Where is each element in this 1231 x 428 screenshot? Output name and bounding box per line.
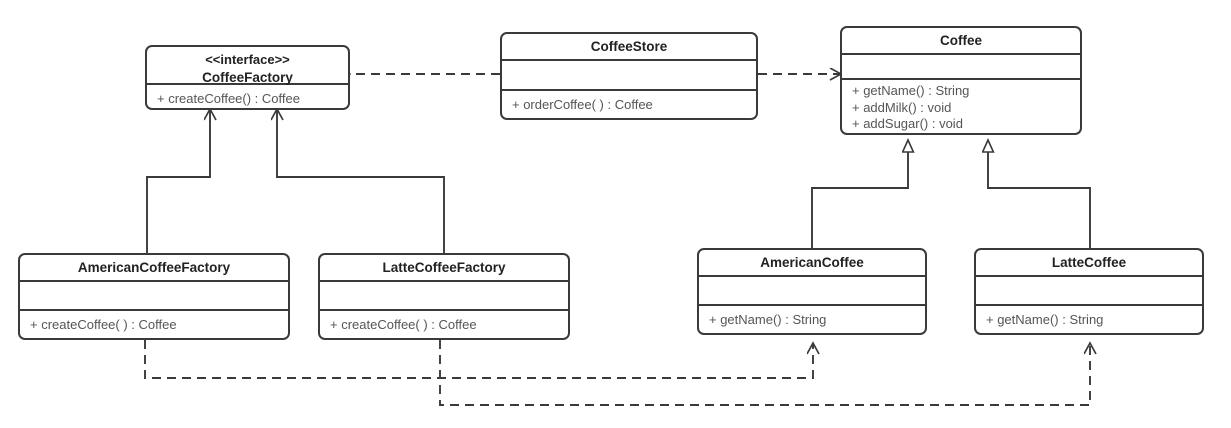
- class-box-coffee-factory[interactable]: <<interface>> CoffeeFactory + createCoff…: [145, 45, 350, 110]
- operation-row: + getName() : String: [986, 312, 1104, 327]
- class-box-american-coffee-factory[interactable]: AmericanCoffeeFactory + createCoffee( ) …: [18, 253, 290, 340]
- edge-lattefactory-implements-factory: [277, 110, 445, 253]
- operation-row: + getName() : String: [852, 83, 970, 98]
- class-box-coffee[interactable]: Coffee + getName() : String + addMilk() …: [840, 26, 1082, 135]
- class-title: AmericanCoffee: [760, 255, 864, 270]
- class-box-american-coffee[interactable]: AmericanCoffee + getName() : String: [697, 248, 927, 335]
- class-operations-american-coffee: + getName() : String: [699, 306, 925, 333]
- class-header-coffee-store: CoffeeStore: [502, 34, 756, 61]
- class-title: AmericanCoffeeFactory: [77, 260, 231, 275]
- operation-row: + createCoffee( ) : Coffee: [30, 317, 177, 332]
- class-operations-latte-coffee: + getName() : String: [976, 306, 1202, 333]
- operation-row: + createCoffee( ) : Coffee: [330, 317, 477, 332]
- class-operations-coffee-store: + orderCoffee( ) : Coffee: [502, 91, 756, 118]
- class-stereotype: <<interface>>: [205, 52, 290, 67]
- class-title: LatteCoffee: [1051, 255, 1127, 270]
- class-header-american-coffee-factory: AmericanCoffeeFactory: [20, 255, 288, 282]
- class-title: LatteCoffeeFactory: [382, 260, 506, 275]
- edge-lattefactory-creates-lattecoffee: [439, 340, 1090, 406]
- class-box-latte-coffee[interactable]: LatteCoffee + getName() : String: [974, 248, 1204, 335]
- class-operations-american-coffee-factory: + createCoffee( ) : Coffee: [20, 311, 288, 338]
- class-header-latte-coffee: LatteCoffee: [976, 250, 1202, 277]
- class-box-coffee-store[interactable]: CoffeeStore + orderCoffee( ) : Coffee: [500, 32, 758, 120]
- edge-lattecoffee-extends-coffee: [988, 140, 1091, 248]
- class-box-latte-coffee-factory[interactable]: LatteCoffeeFactory + createCoffee( ) : C…: [318, 253, 570, 340]
- class-attributes-american-coffee: [699, 277, 925, 306]
- operation-row: + addMilk() : void: [852, 99, 952, 115]
- class-attributes-latte-coffee-factory: [320, 282, 568, 311]
- class-header-american-coffee: AmericanCoffee: [699, 250, 925, 277]
- edge-americanfactory-implements-factory: [146, 110, 210, 253]
- class-attributes-latte-coffee: [976, 277, 1202, 306]
- class-attributes-coffee: [842, 55, 1080, 80]
- class-header-coffee-factory: <<interface>> CoffeeFactory: [147, 47, 348, 85]
- class-attributes-coffee-store: [502, 61, 756, 91]
- class-header-latte-coffee-factory: LatteCoffeeFactory: [320, 255, 568, 282]
- operation-row: + createCoffee() : Coffee: [157, 91, 300, 106]
- class-title: CoffeeFactory: [202, 70, 293, 85]
- class-header-coffee: Coffee: [842, 28, 1080, 55]
- class-operations-coffee: + getName() : String + addMilk() : void …: [842, 80, 1080, 131]
- class-title: Coffee: [939, 33, 982, 48]
- class-operations-latte-coffee-factory: + createCoffee( ) : Coffee: [320, 311, 568, 338]
- operation-row: + orderCoffee( ) : Coffee: [512, 97, 653, 112]
- edge-americancoffee-extends-coffee: [811, 140, 908, 248]
- operation-row: + getName() : String: [709, 312, 827, 327]
- edge-americanfactory-creates-americancoffee: [144, 340, 813, 379]
- class-attributes-american-coffee-factory: [20, 282, 288, 311]
- operation-row: + addSugar() : void: [852, 116, 963, 131]
- class-operations-coffee-factory: + createCoffee() : Coffee: [147, 85, 348, 112]
- class-title: CoffeeStore: [590, 39, 668, 54]
